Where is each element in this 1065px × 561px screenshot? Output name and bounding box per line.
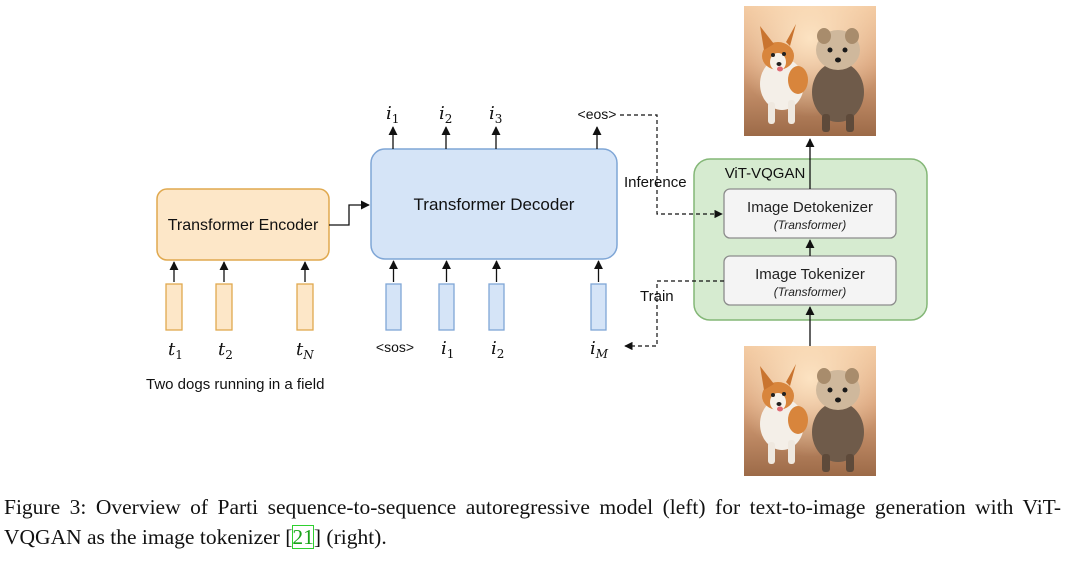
decoder-output-label-3: i3 [489,103,502,126]
caption-text-end: ] (right). [313,525,387,549]
image-detokenizer-label: Image Detokenizer [747,199,873,216]
decoder-output-eos-label: <eos> [578,106,617,122]
decoder-output-label-1: i1 [386,103,399,126]
input-dogs-image [744,346,876,476]
vit-vqgan-title: ViT-VQGAN [725,165,806,182]
decoder-input-label-1: i1 [441,338,454,361]
text-token-label-1: t1 [168,339,183,362]
decoder-output-label-2: i2 [439,103,452,126]
decoder-input-m [590,260,607,331]
decoder-input-label-m: iM [590,338,609,361]
decoder-input-sos-label: <sos> [376,339,414,355]
text-token-1 [165,261,183,331]
inference-dashed-arrow [620,114,723,219]
decoder-input-label-2: i2 [491,338,504,361]
caption-text: Figure 3: Overview of Parti sequence-to-… [4,495,1061,549]
image-detokenizer-sub: (Transformer) [774,218,846,232]
transformer-decoder-label: Transformer Decoder [414,195,575,214]
output-dogs-image [744,6,876,136]
prompt-text: Two dogs running in a field [146,376,324,393]
decoder-input-1 [438,260,455,331]
inference-label: Inference [624,174,687,191]
decoder-input-sos [385,260,402,331]
train-label: Train [640,288,674,305]
citation-link[interactable]: 21 [292,525,314,549]
text-token-label-2: t2 [218,339,233,362]
image-tokenizer-sub: (Transformer) [774,285,846,299]
text-token-n [296,261,314,331]
encoder-to-decoder-arrow [329,200,370,226]
transformer-decoder-box [370,148,618,260]
text-token-2 [215,261,233,331]
train-dashed-arrow [624,280,724,351]
text-token-label-n: tN [296,339,314,362]
transformer-encoder-label: Transformer Encoder [168,217,319,234]
image-tokenizer-label: Image Tokenizer [755,266,865,283]
figure-caption: Figure 3: Overview of Parti sequence-to-… [4,492,1061,552]
decoder-input-2 [488,260,505,331]
